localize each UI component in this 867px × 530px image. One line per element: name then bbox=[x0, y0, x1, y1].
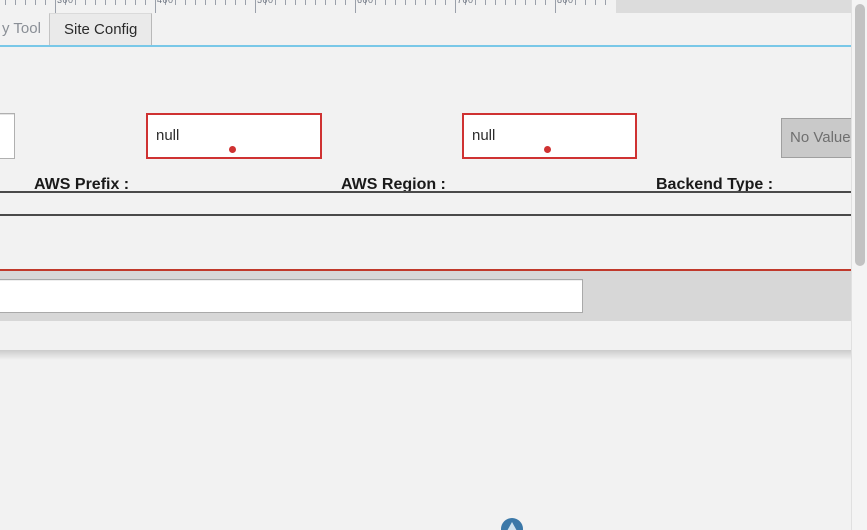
ruler-tick-minor bbox=[165, 0, 166, 5]
ruler-label: 600 bbox=[357, 0, 374, 5]
aws-prefix-label: AWS Prefix : bbox=[34, 176, 130, 193]
ruler-tick-minor bbox=[85, 0, 86, 5]
error-divider-line bbox=[0, 269, 852, 271]
ruler-tick-minor bbox=[565, 0, 566, 5]
ruler-tick-minor bbox=[425, 0, 426, 5]
ruler-tick-minor bbox=[445, 0, 446, 5]
ruler-tick-minor bbox=[375, 0, 376, 5]
ruler-tick-minor bbox=[225, 0, 226, 5]
ruler-tick-minor bbox=[305, 0, 306, 5]
ruler-tick-minor bbox=[535, 0, 536, 5]
vertical-scrollbar[interactable] bbox=[851, 0, 867, 530]
ruler-tick-minor bbox=[5, 0, 6, 5]
ruler-tick-minor bbox=[485, 0, 486, 5]
ruler-tick-major bbox=[55, 0, 56, 13]
ruler-tick-minor bbox=[325, 0, 326, 5]
aws-region-label: AWS Region : bbox=[341, 176, 446, 193]
vertical-scrollbar-thumb[interactable] bbox=[855, 4, 865, 266]
ruler-tick-minor bbox=[595, 0, 596, 5]
ruler-tick-minor bbox=[135, 0, 136, 5]
ruler-tick-minor bbox=[575, 0, 576, 5]
ruler-tick-minor bbox=[295, 0, 296, 5]
ruler-tick-minor bbox=[105, 0, 106, 5]
tab-query-tool[interactable]: y Tool bbox=[0, 13, 56, 45]
ruler-tick-minor bbox=[195, 0, 196, 5]
panel-background-lower bbox=[0, 360, 852, 530]
ruler-tick-minor bbox=[385, 0, 386, 5]
ruler-tick-minor bbox=[315, 0, 316, 5]
ruler-tick-minor bbox=[545, 0, 546, 5]
info-badge[interactable] bbox=[501, 518, 523, 530]
ruler-tick-minor bbox=[245, 0, 246, 5]
ruler-tick-minor bbox=[175, 0, 176, 5]
ruler-tick-minor bbox=[205, 0, 206, 5]
tab-bar: y Tool Site Config bbox=[0, 13, 867, 46]
panel-shadow-edge bbox=[0, 350, 852, 360]
ruler-tick-minor bbox=[35, 0, 36, 5]
ruler-tick-major bbox=[355, 0, 356, 13]
ruler-tick-minor bbox=[495, 0, 496, 5]
ruler-tick-minor bbox=[75, 0, 76, 5]
ruler-tick-minor bbox=[505, 0, 506, 5]
section-divider-top bbox=[0, 191, 852, 193]
backend-type-label: Backend Type : bbox=[656, 176, 774, 193]
tab-query-tool-label: y Tool bbox=[2, 20, 41, 37]
ruler-tick-major bbox=[555, 0, 556, 13]
ruler-tick-minor bbox=[335, 0, 336, 5]
ruler-tick-minor bbox=[365, 0, 366, 5]
panel-background-upper bbox=[0, 321, 852, 350]
ruler-tick-minor bbox=[185, 0, 186, 5]
tab-bar-accent-line bbox=[0, 45, 867, 47]
horizontal-ruler: 300 400 500 600 700 800 bbox=[0, 0, 867, 14]
ruler-tick-minor bbox=[145, 0, 146, 5]
ruler-tick-minor bbox=[215, 0, 216, 5]
partial-input-left[interactable] bbox=[0, 113, 15, 159]
ruler-tick-minor bbox=[475, 0, 476, 5]
ruler-tick-major bbox=[255, 0, 256, 13]
ruler-tick-minor bbox=[15, 0, 16, 5]
ruler-tick-major bbox=[455, 0, 456, 13]
ruler-tick-minor bbox=[25, 0, 26, 5]
aws-region-required-marker bbox=[544, 146, 551, 153]
ruler-tick-minor bbox=[465, 0, 466, 5]
ruler-tick-minor bbox=[265, 0, 266, 5]
input-toolbar-band bbox=[0, 271, 852, 321]
ruler-label: 300 bbox=[57, 0, 74, 5]
ruler-tick-major bbox=[155, 0, 156, 13]
ruler-tick-minor bbox=[435, 0, 436, 5]
ruler-tick-minor bbox=[605, 0, 606, 5]
ruler-scale-inactive bbox=[616, 0, 867, 13]
ruler-tick-minor bbox=[115, 0, 116, 5]
ruler-tick-minor bbox=[395, 0, 396, 5]
ruler-tick-minor bbox=[585, 0, 586, 5]
ruler-tick-minor bbox=[235, 0, 236, 5]
ruler-tick-minor bbox=[285, 0, 286, 5]
ruler-tick-minor bbox=[65, 0, 66, 5]
section-band-upper bbox=[0, 193, 852, 214]
ruler-tick-minor bbox=[275, 0, 276, 5]
ruler-scale-active: 300 400 500 600 700 800 bbox=[0, 0, 616, 13]
info-circle-icon bbox=[507, 522, 517, 530]
ruler-tick-minor bbox=[405, 0, 406, 5]
ruler-tick-minor bbox=[95, 0, 96, 5]
aws-prefix-required-marker bbox=[229, 146, 236, 153]
ruler-tick-minor bbox=[125, 0, 126, 5]
ruler-label: 700 bbox=[457, 0, 474, 5]
ruler-label: 400 bbox=[157, 0, 174, 5]
section-band-lower bbox=[0, 216, 852, 270]
ruler-tick-minor bbox=[345, 0, 346, 5]
ruler-tick-minor bbox=[415, 0, 416, 5]
ruler-tick-minor bbox=[45, 0, 46, 5]
ruler-label: 800 bbox=[557, 0, 574, 5]
tab-site-config-label: Site Config bbox=[64, 21, 138, 38]
ruler-tick-minor bbox=[515, 0, 516, 5]
ruler-label: 500 bbox=[257, 0, 274, 5]
tab-site-config[interactable]: Site Config bbox=[49, 13, 153, 45]
site-config-form: AWS Prefix : null AWS Region : null Back… bbox=[0, 47, 867, 193]
wide-text-input[interactable] bbox=[0, 279, 583, 313]
ruler-tick-minor bbox=[525, 0, 526, 5]
section-divider-middle bbox=[0, 214, 852, 216]
